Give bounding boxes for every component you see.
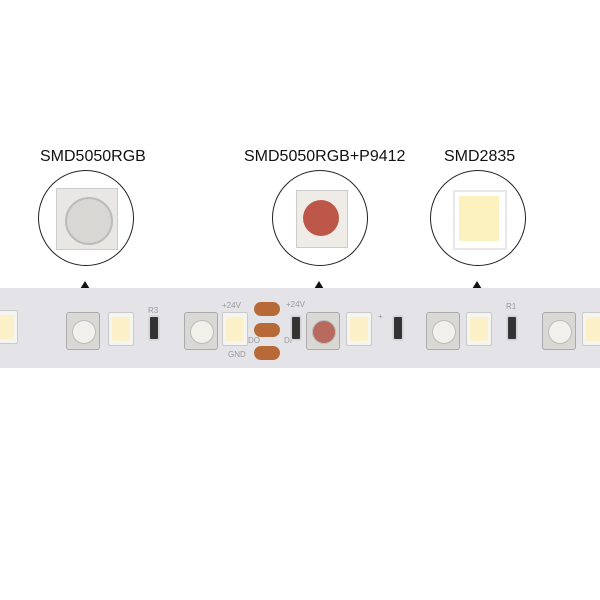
component-label-smd2835: SMD2835	[444, 148, 516, 165]
led-lens	[459, 196, 499, 241]
resistor	[148, 315, 160, 341]
marking-plus: +	[378, 312, 383, 321]
led-strip: R3 +24V GND +24V DO DI + R1	[0, 288, 600, 368]
resistor	[506, 315, 518, 341]
led-chip-5050	[184, 312, 218, 350]
zoom-image-smd5050rgb-p9412	[296, 190, 348, 248]
led-chip-5050-p9412	[306, 312, 340, 350]
component-label-smd5050rgb: SMD5050RGB	[40, 148, 146, 165]
marking-gnd: GND	[228, 350, 246, 359]
resistor	[290, 315, 302, 341]
marking-r3: R3	[148, 306, 159, 315]
solder-pad	[254, 323, 280, 337]
led-chip-2835	[346, 312, 372, 346]
led-chip-2835	[582, 312, 600, 346]
marking-plus24v: +24V	[222, 301, 241, 310]
solder-pad	[254, 346, 280, 360]
solder-pad	[254, 302, 280, 316]
zoom-image-smd5050rgb	[56, 188, 118, 250]
resistor	[392, 315, 404, 341]
led-chip-5050	[426, 312, 460, 350]
zoom-image-smd2835	[453, 190, 507, 250]
led-chip-5050	[542, 312, 576, 350]
marking-do: DO	[248, 336, 260, 345]
marking-r1: R1	[506, 302, 517, 311]
led-lens	[303, 200, 339, 236]
led-chip-2835	[222, 312, 248, 346]
component-label-smd5050rgb-p9412: SMD5050RGB+P9412	[244, 148, 406, 165]
led-lens	[65, 197, 113, 245]
led-chip-2835	[0, 310, 18, 344]
led-chip-5050	[66, 312, 100, 350]
marking-di: DI	[284, 336, 292, 345]
led-chip-2835	[466, 312, 492, 346]
marking-plus24v: +24V	[286, 300, 305, 309]
led-chip-2835	[108, 312, 134, 346]
